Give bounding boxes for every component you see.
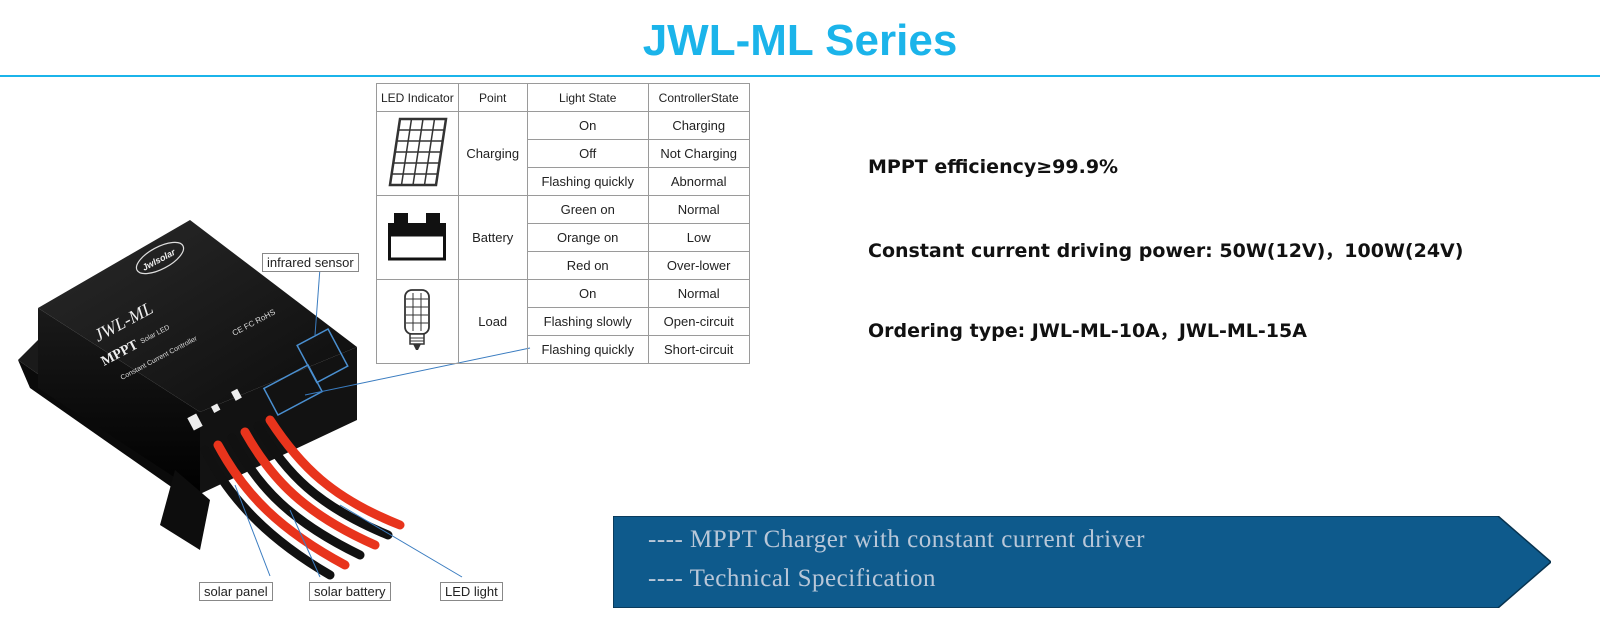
point-load: Load bbox=[457, 279, 528, 364]
spec-ordering-type: Ordering type: JWL-ML-10A，JWL-ML-15A bbox=[868, 320, 1307, 342]
infrared-sensor-window bbox=[296, 327, 349, 384]
light-state: Off bbox=[526, 139, 649, 168]
title-divider bbox=[0, 75, 1600, 77]
controller-state: Abnormal bbox=[647, 167, 750, 196]
battery-icon-cell bbox=[376, 195, 459, 280]
light-state: On bbox=[526, 111, 649, 140]
header-controller-state: ControllerState bbox=[647, 83, 750, 112]
section-banner bbox=[613, 516, 1551, 608]
light-state: Flashing quickly bbox=[526, 335, 649, 364]
table-row: Battery Green on Normal bbox=[376, 195, 750, 280]
solar-panel-icon-cell bbox=[376, 111, 459, 196]
controller-state: Over-lower bbox=[647, 251, 750, 280]
light-state: Green on bbox=[526, 195, 649, 224]
controller-state: Not Charging bbox=[647, 139, 750, 168]
table-row: Flashing quickly Short-circuit bbox=[377, 335, 750, 364]
callout-solar-panel: solar panel bbox=[199, 582, 273, 601]
controller-state: Charging bbox=[647, 111, 750, 140]
table-row: Off Not Charging bbox=[377, 139, 750, 168]
led-lamp-icon-cell bbox=[376, 279, 459, 364]
controller-state: Normal bbox=[647, 279, 750, 308]
table-row: Orange on Low bbox=[377, 223, 750, 252]
battery-icon bbox=[388, 213, 447, 261]
controller-illustration: Jwlsolar JWL-ML MPPT Solar LED Constant … bbox=[18, 220, 531, 580]
table-row: Flashing quickly Abnormal bbox=[377, 167, 750, 196]
led-lamp-icon bbox=[404, 289, 431, 350]
header-point: Point bbox=[457, 83, 528, 112]
header-light-state: Light State bbox=[526, 83, 649, 112]
indicator-window bbox=[262, 364, 324, 416]
banner-line-1: ---- MPPT Charger with constant current … bbox=[648, 526, 1145, 553]
table-row: Red on Over-lower bbox=[377, 251, 750, 280]
light-state: Red on bbox=[526, 251, 649, 280]
point-charging: Charging bbox=[457, 111, 528, 196]
controller-state: Normal bbox=[647, 195, 750, 224]
controller-state: Low bbox=[647, 223, 750, 252]
controller-state: Open-circuit bbox=[647, 307, 750, 336]
light-state: Orange on bbox=[526, 223, 649, 252]
solar-panel-icon bbox=[388, 117, 448, 187]
table-row: Flashing slowly Open-circuit bbox=[377, 307, 750, 336]
spec-driving-power: Constant current driving power: 50W(12V)… bbox=[868, 240, 1464, 262]
callout-infrared-sensor: infrared sensor bbox=[262, 253, 359, 272]
banner-line-2: ---- Technical Specification bbox=[648, 565, 937, 592]
page-title: JWL-ML Series bbox=[642, 16, 958, 65]
table-row: Charging On Charging bbox=[376, 111, 750, 196]
light-state: On bbox=[526, 279, 649, 308]
callout-led-light: LED light bbox=[440, 582, 503, 601]
controller-state: Short-circuit bbox=[647, 335, 750, 364]
callout-solar-battery: solar battery bbox=[309, 582, 391, 601]
light-state: Flashing quickly bbox=[526, 167, 649, 196]
header-led-indicator: LED Indicator bbox=[376, 83, 459, 112]
table-header-row: LED Indicator Point Light State Controll… bbox=[376, 83, 750, 112]
spec-mppt-efficiency: MPPT efficiency≥99.9% bbox=[868, 156, 1119, 178]
point-battery: Battery bbox=[457, 195, 528, 280]
light-state: Flashing slowly bbox=[526, 307, 649, 336]
table-row: Load On Normal bbox=[376, 279, 750, 364]
led-indicator-table: LED Indicator Point Light State Controll… bbox=[376, 83, 750, 364]
